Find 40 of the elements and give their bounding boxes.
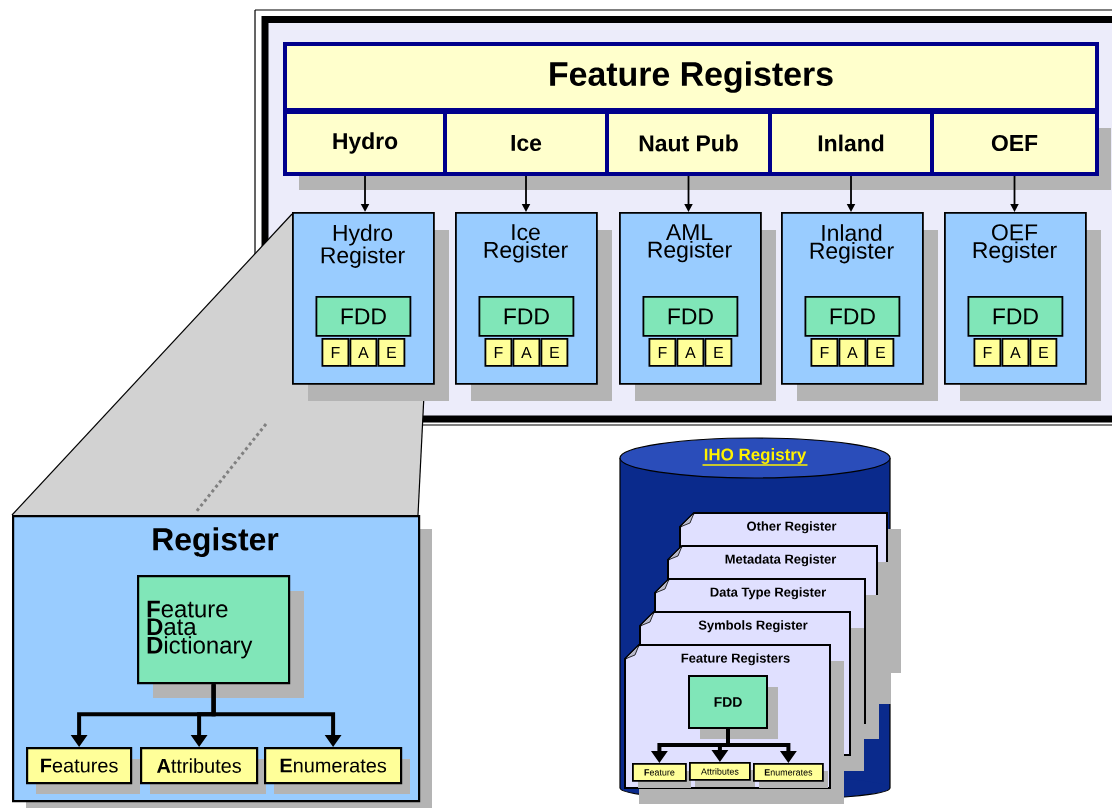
node-label: Enumerates (764, 769, 813, 776)
dictionary-box: FDD (688, 675, 778, 739)
leaf-box: Attributes (140, 747, 266, 794)
letter-box: F (810, 338, 839, 367)
letter-box: E (866, 338, 895, 367)
letter-box: A (349, 338, 378, 367)
letter-box: E (540, 338, 569, 367)
category-tab: OEF (930, 110, 1111, 190)
letter-box: A (676, 338, 705, 367)
letter-box: E (704, 338, 733, 367)
dictionary-box: FDD (642, 296, 739, 337)
dictionary-box: FDD (804, 296, 901, 337)
node-label: Attributes (700, 768, 739, 775)
category-tab: Ice (443, 110, 621, 190)
page-title: Data Type Register (710, 587, 826, 600)
dictionary-box: FDD (478, 296, 575, 337)
page-title: Other Register (747, 521, 837, 534)
dictionary-box: FDD (967, 296, 1064, 337)
leaf-box: Features (26, 747, 140, 794)
letter-box: F (321, 338, 350, 367)
category-tab: Naut Pub (605, 110, 784, 190)
dictionary-box: FDD (315, 296, 412, 337)
page-title: Metadata Register (725, 554, 837, 567)
node-label: Feature (644, 769, 675, 776)
letter-box: A (512, 338, 541, 367)
letter-box: A (838, 338, 867, 367)
category-tab: Inland (768, 110, 946, 190)
letter-box: F (648, 338, 677, 367)
letter-box: F (973, 338, 1002, 367)
letter-box: E (1029, 338, 1058, 367)
leaf-box: Enumerates (264, 747, 410, 794)
leaf-box: Feature (632, 763, 691, 788)
letter-box: A (1001, 338, 1030, 367)
leaf-box: Attributes (689, 762, 755, 787)
letter-box: F (484, 338, 513, 367)
letter-box: E (377, 338, 406, 367)
page-title: Symbols Register (698, 620, 808, 633)
dictionary-box: Feature Data Dictionary (137, 575, 304, 698)
leaf-box: Enumerates (753, 763, 828, 788)
category-tab: Hydro (283, 110, 459, 190)
